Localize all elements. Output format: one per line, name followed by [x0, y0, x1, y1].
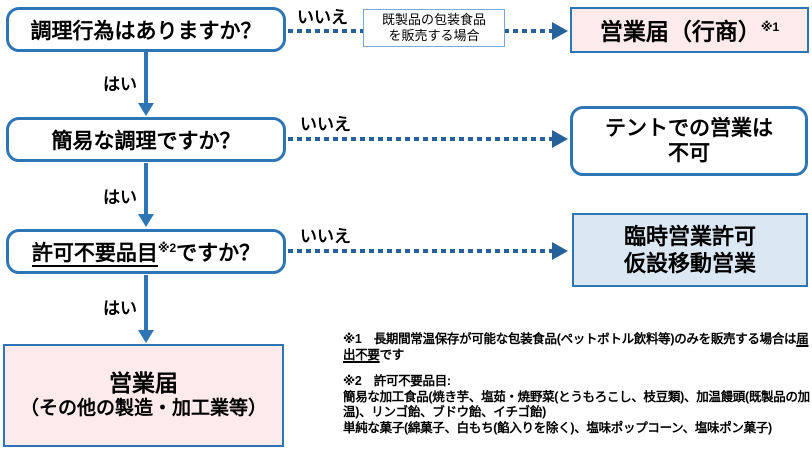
down-arrowhead-1	[138, 103, 154, 116]
arrowhead-right-3	[552, 242, 568, 260]
footnote-1-prefix: ※1 長期間常温保存が可能な包装食品(ペットボトル飲料等)のみを販売する場合は	[343, 332, 797, 346]
condition-line-1: 既製品の包装食品	[381, 12, 486, 27]
question-cooking-label: 調理行為はありますか？	[30, 19, 262, 43]
question-box-permit-exempt: 許可不要品目※2ですか？	[6, 229, 286, 274]
question-permit-exempt-rest: ですか？	[176, 241, 261, 265]
result-gyosho-label: 営業届（行商）※1	[600, 14, 779, 46]
down-arrow-stem-3	[144, 275, 148, 331]
question-permit-exempt-sup: ※2	[157, 240, 177, 255]
footnote-1: ※1 長期間常温保存が可能な包装食品(ペットボトル飲料等)のみを販売する場合は届…	[343, 332, 811, 363]
down-arrow-stem-2	[144, 163, 148, 215]
footnote-1-suffix: です	[379, 347, 405, 362]
dashed-arrow-3	[288, 249, 552, 253]
result-tent-line-1: テントでの営業は	[605, 117, 773, 140]
result-box-tent: テントでの営業は 不可	[570, 106, 808, 176]
question-box-simple-cooking: 簡易な調理ですか？	[6, 117, 286, 162]
footnote-2-line-1: 簡易な加工食品(焼き芋、塩茹・焼野菜(とうもろこし、枝豆類)、加温饅頭(既製品の…	[343, 389, 810, 420]
arrowhead-right-1	[552, 22, 568, 40]
result-temporary-line-1: 臨時営業許可	[623, 224, 756, 249]
yes-label-3: はい	[103, 299, 137, 318]
no-label-3: いいえ	[300, 227, 351, 246]
yes-label-2: はい	[103, 188, 137, 207]
result-box-temporary-permit: 臨時営業許可 仮設移動営業	[572, 213, 808, 287]
question-permit-exempt-underlined: 許可不要品目	[31, 241, 158, 267]
footnote-2-heading: ※2 許可不要品目:	[343, 374, 451, 388]
yes-label-1: はい	[103, 75, 137, 94]
down-arrowhead-2	[138, 214, 154, 227]
down-arrowhead-3	[138, 330, 154, 343]
condition-line-2: を販売する場合	[388, 28, 480, 43]
final-line-2: （その他の製造・加工業等）	[19, 398, 267, 419]
arrowhead-right-2	[552, 130, 568, 148]
dashed-arrow-2	[288, 137, 552, 141]
result-gyosho-text: 営業届（行商）	[599, 18, 761, 45]
result-box-final-notification: 営業届 （その他の製造・加工業等）	[3, 344, 284, 447]
footnotes: ※1 長期間常温保存が可能な包装食品(ペットボトル飲料等)のみを販売する場合は届…	[343, 332, 811, 436]
no-label-2: いいえ	[300, 115, 351, 134]
footnote-1-underlined: 届出不要	[343, 332, 809, 362]
no-label-1: いいえ	[297, 8, 348, 27]
result-tent-line-2: 不可	[668, 142, 710, 165]
footnote-2-line-2: 単純な菓子(綿菓子、白もち(餡入りを除く)、塩味ポップコーン、塩味ポン菓子)	[343, 420, 772, 435]
result-temporary-line-2: 仮設移動営業	[623, 251, 756, 276]
final-line-1: 営業届	[109, 370, 178, 396]
result-gyosho-sup: ※1	[760, 20, 780, 35]
condition-box-packaged-food: 既製品の包装食品 を販売する場合	[363, 9, 505, 47]
result-box-gyosho: 営業届（行商）※1	[570, 7, 809, 53]
down-arrow-stem-1	[144, 52, 148, 104]
question-box-cooking: 調理行為はありますか？	[6, 7, 286, 52]
question-simple-cooking-label: 簡易な調理ですか？	[51, 129, 241, 153]
question-permit-exempt-label: 許可不要品目※2ですか？	[31, 237, 261, 267]
